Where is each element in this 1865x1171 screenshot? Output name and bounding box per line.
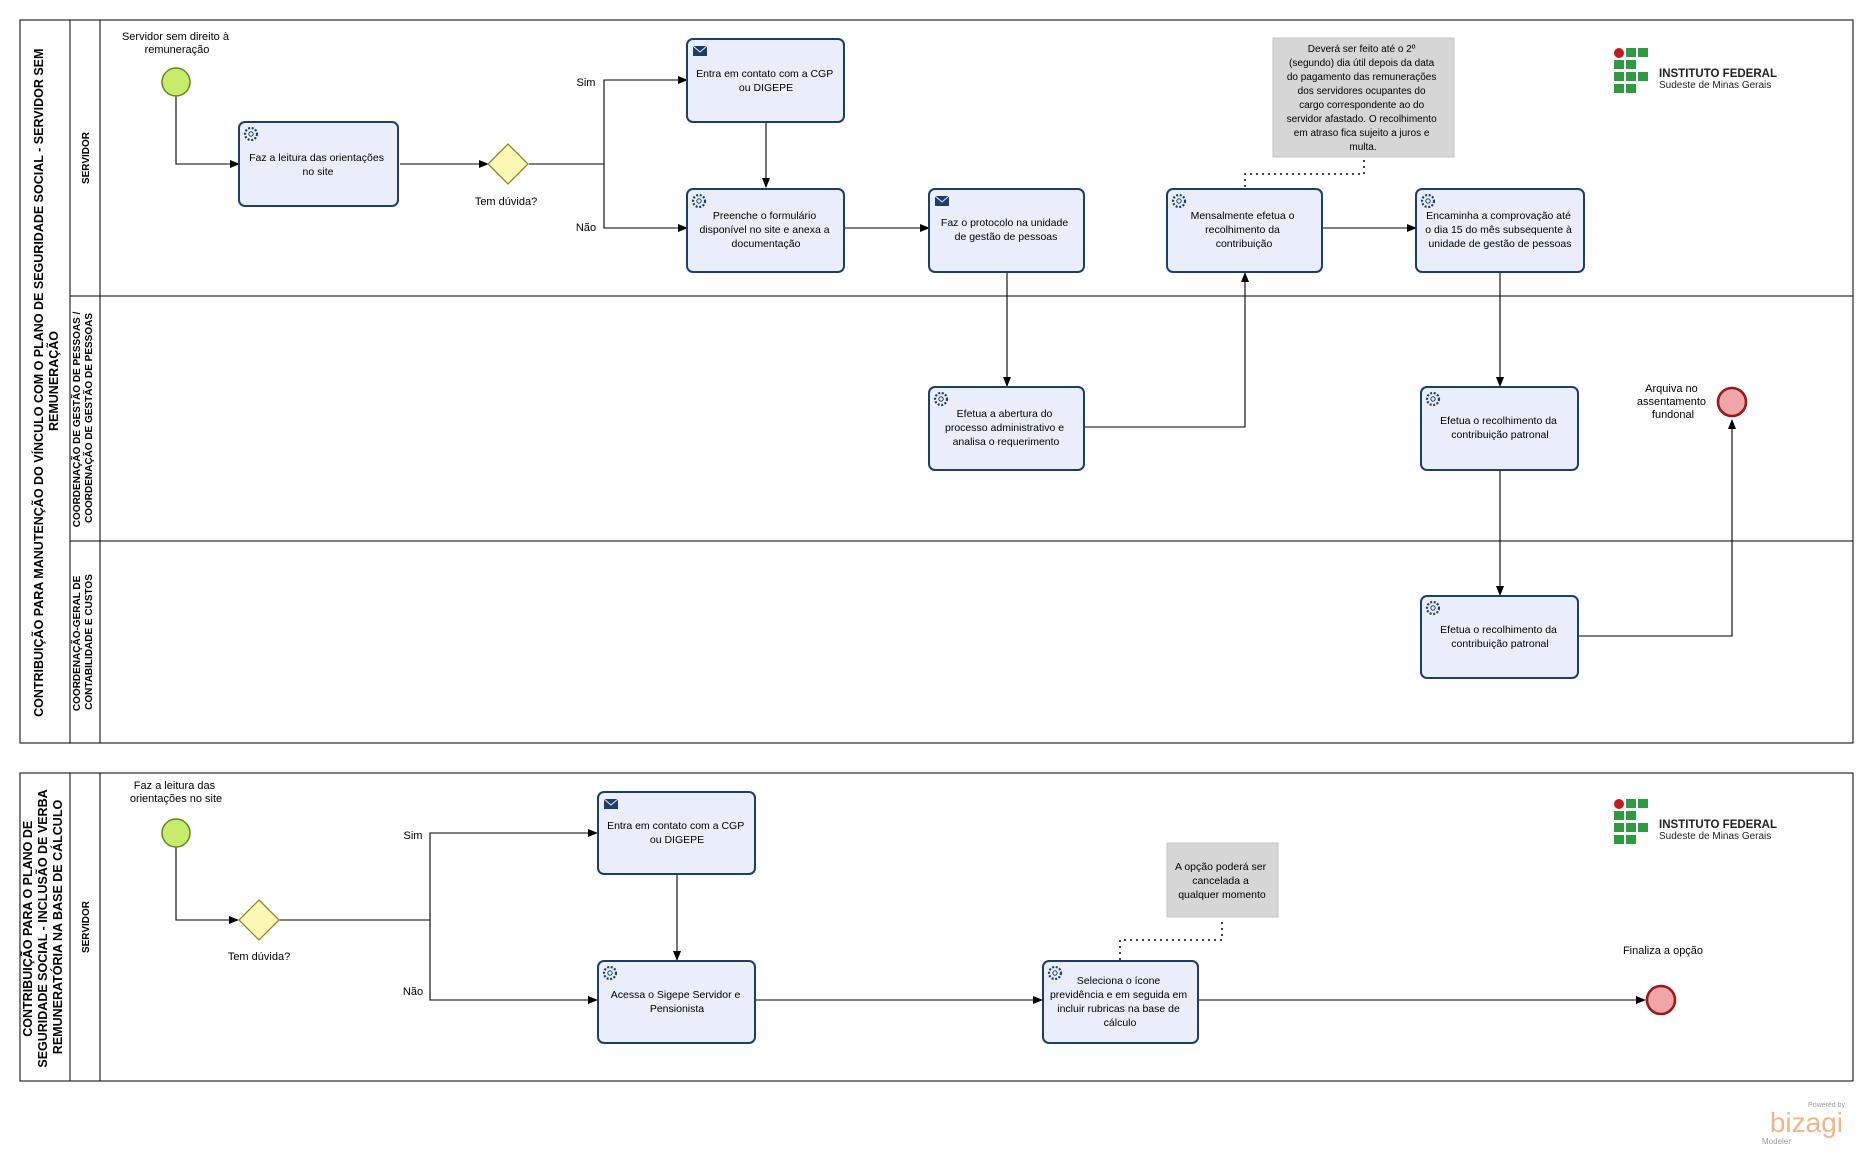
service-gear-icon	[1420, 193, 1436, 209]
task-label: Faz a leitura das orientações no site	[249, 152, 387, 178]
task-forward-proof[interactable]: Encaminha a comprovação até o dia 15 do …	[1415, 188, 1585, 273]
service-gear-icon	[1171, 193, 1187, 209]
start-event-label: Servidor sem direito à remuneração	[122, 31, 232, 56]
service-gear-icon	[602, 965, 618, 981]
lane-label-gestao-pessoas: COORDENAÇÃO DE GESTÃO DE PESSOAS / COORD…	[70, 309, 95, 527]
end-event-label: Arquiva no assentamento fundonal	[1637, 383, 1709, 421]
task-label: Mensalmente efetua o recolhimento da con…	[1191, 210, 1298, 250]
message-envelope-icon	[692, 45, 708, 56]
task-open-process[interactable]: Efetua a abertura do processo administra…	[928, 386, 1085, 471]
pool-2: CONTRIBUIÇÃO PARA O PLANO DE SEGURIDADE …	[19, 772, 1854, 1082]
instituto-federal-logo: INSTITUTO FEDERAL Sudeste de Minas Gerai…	[1614, 48, 1777, 93]
task-label: Seleciona o ícone previdência e em segui…	[1050, 975, 1190, 1029]
sequence-flows-pool-1	[175, 76, 1736, 637]
sequence-flows-pool-2	[175, 829, 1646, 1004]
text-annotation-2: A opção poderá ser cancelada a qualquer …	[1166, 842, 1279, 918]
logo-campus: Sudeste de Minas Gerais	[1659, 831, 1771, 842]
end-event[interactable]	[1716, 386, 1748, 418]
association-line-2	[1119, 918, 1223, 960]
gateway-2-label: Tem dúvida?	[228, 951, 290, 963]
lane-label-servidor: SERVIDOR	[81, 131, 92, 184]
task-label: Efetua a abertura do processo administra…	[945, 408, 1067, 448]
service-gear-icon	[933, 391, 949, 407]
task-select-previdencia[interactable]: Seleciona o ícone previdência e em segui…	[1042, 960, 1199, 1044]
text-annotation: Deverá ser feito até o 2º (segundo) dia …	[1272, 37, 1455, 158]
task-label: Acessa o Sigepe Servidor e Pensionista	[611, 989, 744, 1015]
exclusive-gateway-2[interactable]	[238, 899, 280, 941]
message-envelope-icon	[934, 195, 950, 206]
task-fill-form[interactable]: Preenche o formulário disponível no site…	[686, 188, 845, 273]
gateway-label: Tem dúvida?	[475, 196, 537, 208]
task-label: Entra em contato com a CGP ou DIGEPE	[607, 820, 747, 846]
task-label: Efetua o recolhimento da contribuição pa…	[1440, 415, 1560, 441]
task-label: Preenche o formulário disponível no site…	[699, 210, 832, 250]
lane-label-servidor-2: SERVIDOR	[81, 900, 92, 953]
exclusive-gateway[interactable]	[487, 143, 529, 185]
logo-campus: Sudeste de Minas Gerais	[1659, 80, 1771, 91]
pool-1-title: CONTRIBUIÇÃO PARA MANUTENÇÃO DO VÍNCULO …	[31, 45, 61, 717]
watermark-product: Modeler	[1762, 1137, 1791, 1146]
flow-label-nao-2: Não	[403, 986, 423, 998]
task-patronal-contribution-1[interactable]: Efetua o recolhimento da contribuição pa…	[1420, 386, 1579, 471]
task-monthly-payment[interactable]: Mensalmente efetua o recolhimento da con…	[1166, 188, 1323, 273]
task-read-guidelines[interactable]: Faz a leitura das orientações no site	[238, 121, 399, 207]
task-protocol[interactable]: Faz o protocolo na unidade de gestão de …	[928, 188, 1085, 273]
task-label: Encaminha a comprovação até o dia 15 do …	[1425, 210, 1574, 250]
flow-label-sim-2: Sim	[404, 830, 423, 842]
logo-name: INSTITUTO FEDERAL	[1659, 819, 1777, 831]
service-gear-icon	[243, 126, 259, 142]
service-gear-icon	[1425, 600, 1441, 616]
logo-name: INSTITUTO FEDERAL	[1659, 68, 1777, 80]
service-gear-icon	[691, 193, 707, 209]
task-label: Efetua o recolhimento da contribuição pa…	[1440, 624, 1560, 650]
start-event[interactable]	[161, 67, 191, 97]
task-contact-cgp-2[interactable]: Entra em contato com a CGP ou DIGEPE	[597, 791, 756, 875]
watermark-brand: bizagi	[1770, 1107, 1843, 1138]
end-event-2-label: Finaliza a opção	[1623, 945, 1703, 957]
task-label: Faz o protocolo na unidade de gestão de …	[941, 217, 1071, 243]
start-event-2[interactable]	[161, 818, 191, 848]
start-event-2-label: Faz a leitura das orientações no site	[130, 780, 222, 805]
instituto-federal-logo-2: INSTITUTO FEDERAL Sudeste de Minas Gerai…	[1614, 799, 1777, 844]
end-event-2[interactable]	[1645, 984, 1677, 1016]
service-gear-icon	[1425, 391, 1441, 407]
svg-text:A opção poderá ser cance: A opção poderá ser cancelada a qualquer …	[1175, 861, 1269, 901]
flow-label-nao: Não	[576, 222, 596, 234]
service-gear-icon	[1047, 965, 1063, 981]
task-patronal-contribution-2[interactable]: Efetua o recolhimento da contribuição pa…	[1420, 595, 1579, 679]
task-contact-cgp[interactable]: Entra em contato com a CGP ou DIGEPE	[686, 38, 845, 123]
bizagi-watermark: Powered by bizagi Modeler	[1762, 1102, 1845, 1146]
task-label: Entra em contato com a CGP ou DIGEPE	[696, 68, 836, 94]
message-envelope-icon	[603, 798, 619, 809]
task-access-sigepe[interactable]: Acessa o Sigepe Servidor e Pensionista	[597, 960, 756, 1044]
lane-label-contabilidade: COORDENAÇÃO-GERAL DE CONTABILIDADE E CUS…	[70, 573, 95, 711]
association-line	[1244, 158, 1365, 187]
pool-2-title: CONTRIBUIÇÃO PARA O PLANO DE SEGURIDADE …	[20, 786, 65, 1067]
flow-label-sim: Sim	[577, 77, 596, 89]
svg-text:Deverá ser feito até o 2º: Deverá ser feito até o 2º (segundo) dia …	[1287, 44, 1440, 153]
watermark-powered: Powered by	[1808, 1102, 1845, 1109]
